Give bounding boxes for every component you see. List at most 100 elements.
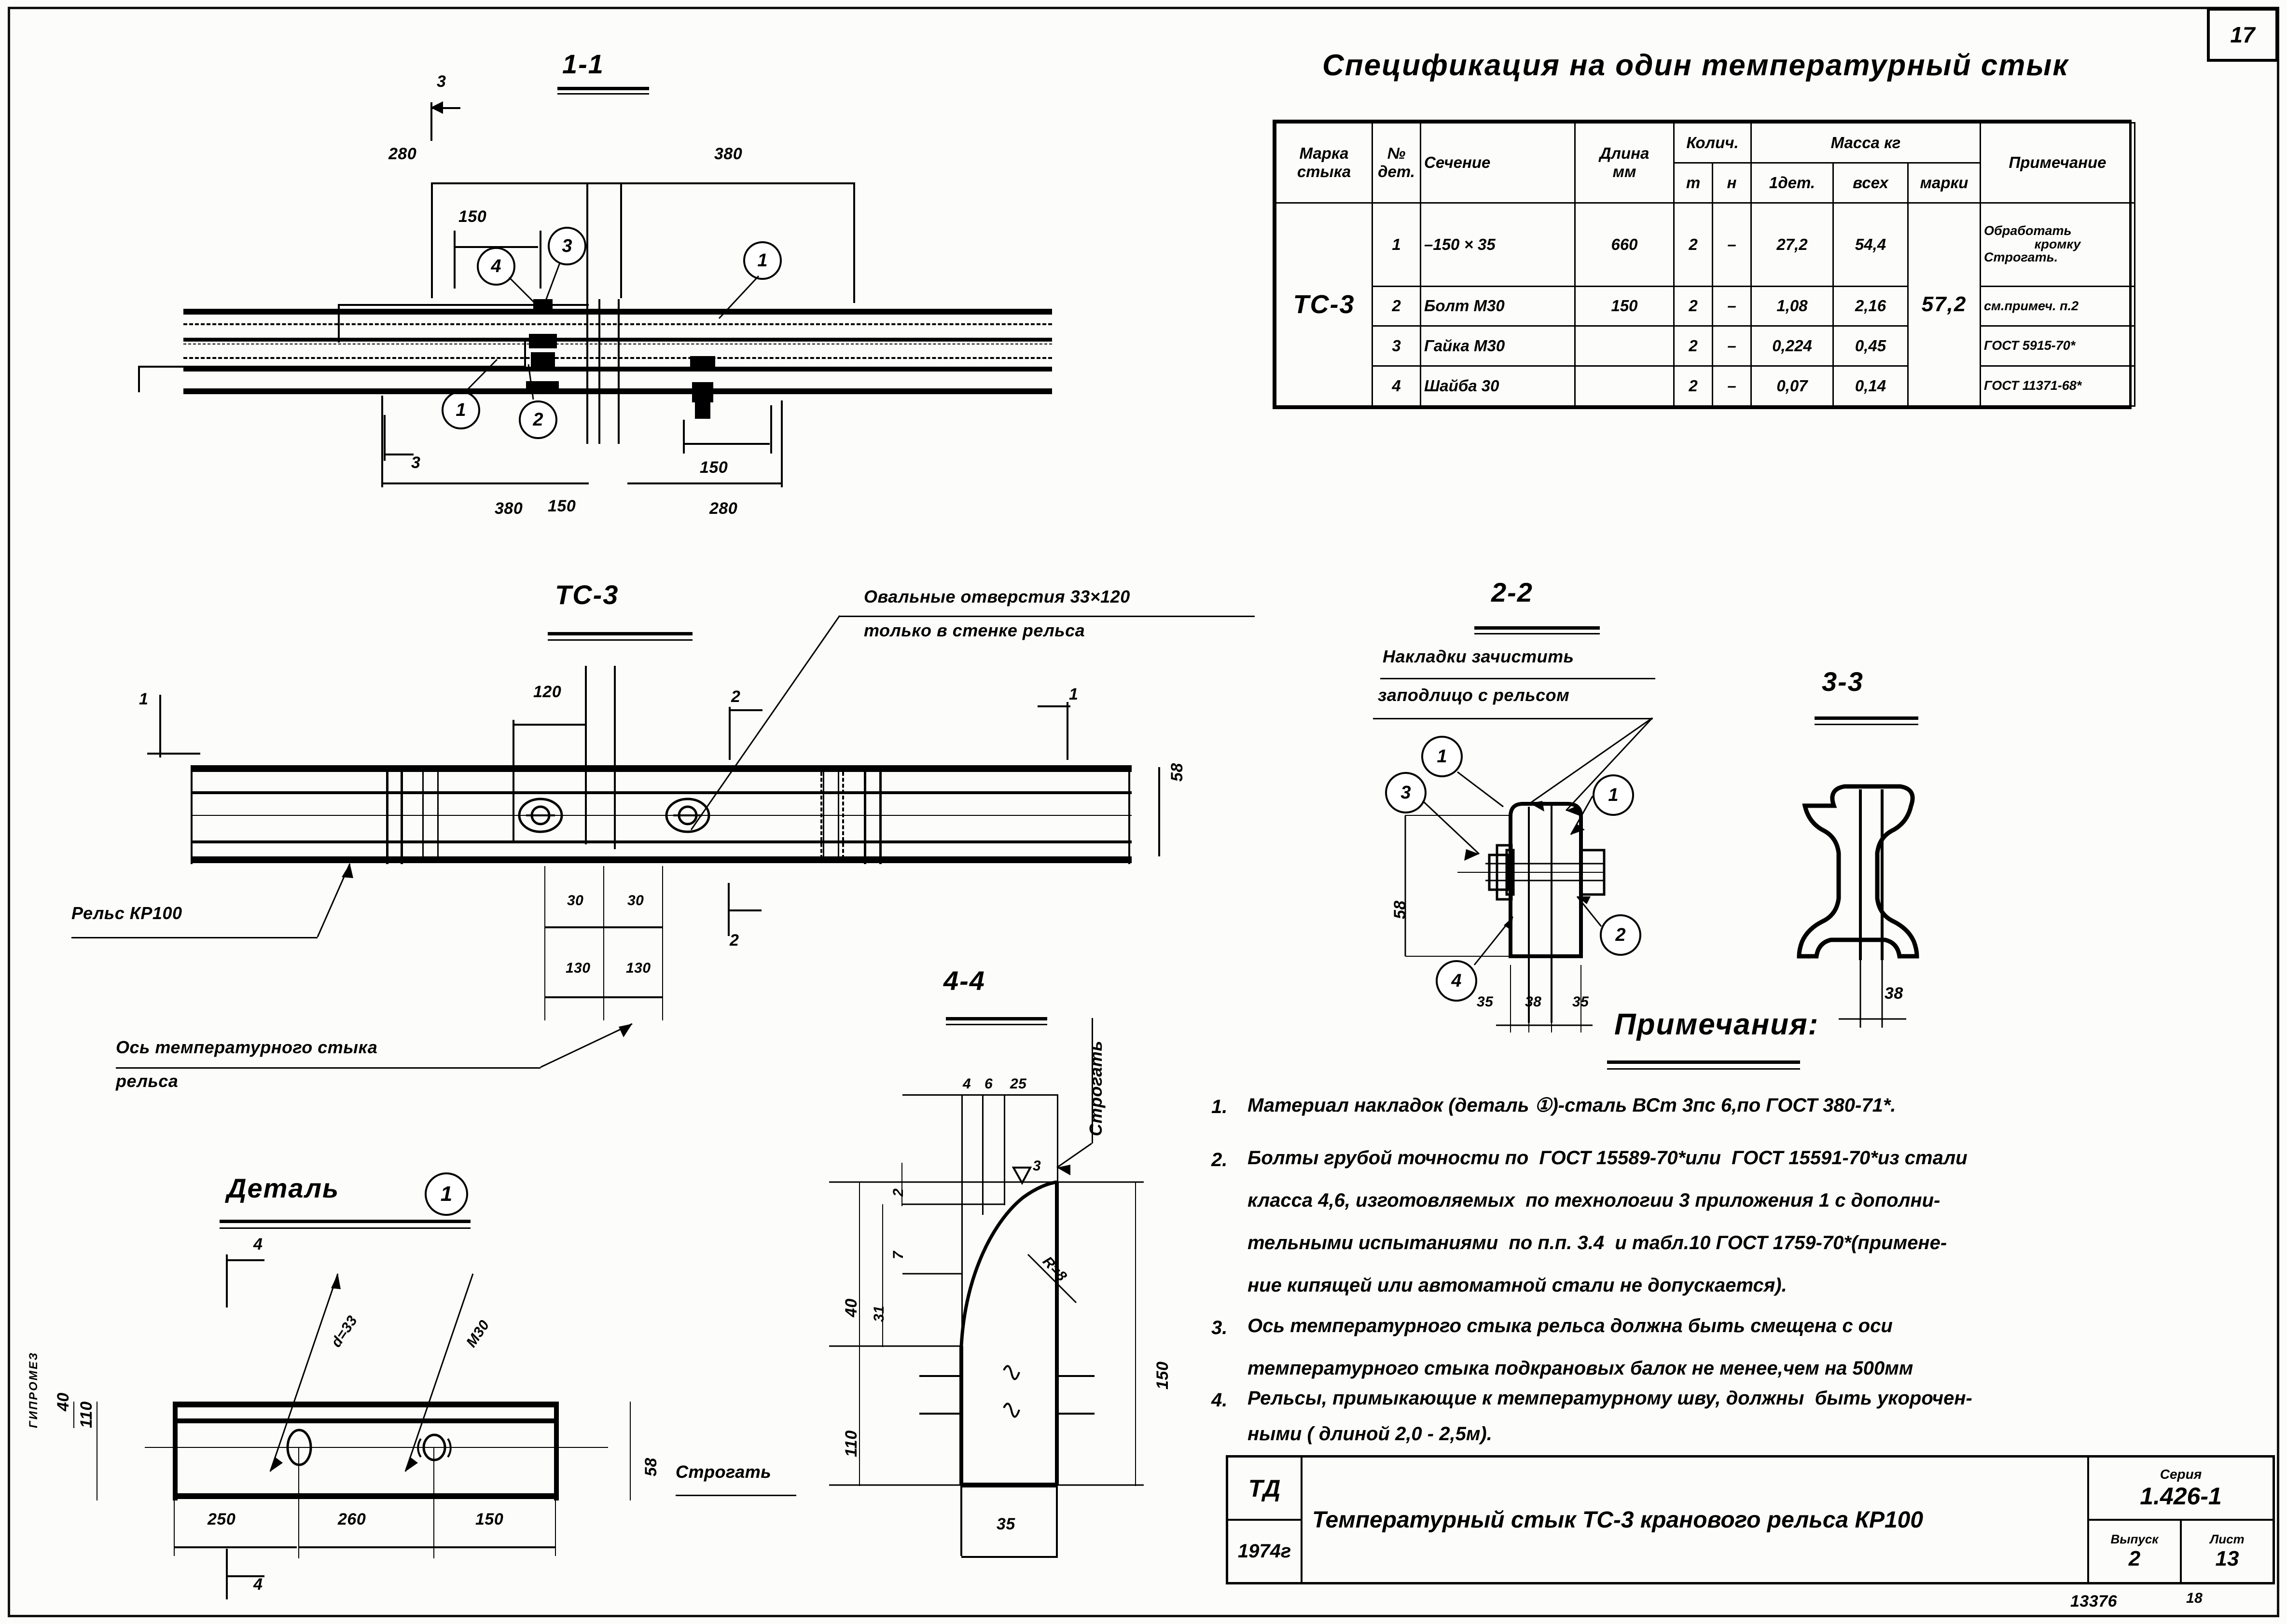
hdr-mass: Масса кг bbox=[1750, 122, 1982, 164]
row1-n: – bbox=[1712, 202, 1752, 287]
note-3-line-2: температурного стыка подкрановых балок н… bbox=[1247, 1358, 1913, 1379]
hdr-mass-all: всех bbox=[1832, 162, 1909, 204]
note-oval-holes-line1: Овальные отверстия 33×120 bbox=[864, 587, 1130, 606]
detail-dim-260: 260 bbox=[338, 1510, 366, 1528]
view-title-3-3: 3-3 bbox=[1822, 666, 1864, 697]
row4-m1: 0,07 bbox=[1750, 365, 1834, 407]
row3-section: Гайка М30 bbox=[1420, 325, 1576, 367]
row1-t: 2 bbox=[1673, 202, 1713, 287]
row4-section: Шайба 30 bbox=[1420, 365, 1576, 407]
section-mark-1-right: 1 bbox=[1069, 685, 1079, 703]
row3-t: 2 bbox=[1673, 325, 1713, 367]
row1-length: 660 bbox=[1574, 202, 1675, 287]
detail-balloon-1: 1 bbox=[425, 1172, 468, 1216]
dim-380-bottom: 380 bbox=[495, 499, 523, 518]
row2-m1: 1,08 bbox=[1750, 285, 1834, 327]
table-row: 4 Шайба 30 2 – 0,07 0,14 ГОСТ 11371-68* bbox=[1276, 365, 2136, 407]
dim-38-3-3: 38 bbox=[1885, 984, 1903, 1003]
detail-mark-4-bottom: 4 bbox=[253, 1575, 263, 1594]
dim-25: 25 bbox=[1010, 1076, 1027, 1092]
year: 1974г bbox=[1237, 1541, 1291, 1562]
hdr-mass-mark: марки bbox=[1907, 162, 1982, 204]
row4-length bbox=[1574, 365, 1675, 407]
roughness-value: 3 bbox=[1033, 1158, 1041, 1174]
dim-35-44: 35 bbox=[997, 1515, 1015, 1533]
row4-num: 4 bbox=[1372, 365, 1421, 407]
series-value: 1.426-1 bbox=[2140, 1482, 2222, 1510]
sheet-label: Лист bbox=[2210, 1532, 2245, 1546]
row3-length bbox=[1574, 325, 1675, 367]
sheet-border bbox=[8, 7, 2279, 1617]
balloon-3: 3 bbox=[548, 227, 586, 265]
section-mark-2-top: 2 bbox=[731, 688, 741, 706]
section-mark-2-bottom: 2 bbox=[730, 931, 739, 950]
note-num-4: 4. bbox=[1211, 1390, 1228, 1411]
bottom-code-2: 18 bbox=[2186, 1590, 2203, 1606]
dim-130-right: 130 bbox=[626, 960, 651, 976]
row2-num: 2 bbox=[1372, 285, 1421, 327]
hdr-qty: Колич. bbox=[1673, 122, 1752, 164]
detail-mark-4-top: 4 bbox=[253, 1235, 263, 1253]
view-title-1-1: 1-1 bbox=[562, 49, 604, 79]
balloon-2-2-2: 2 bbox=[1600, 914, 1641, 956]
balloon-1-right: 1 bbox=[743, 241, 782, 280]
spec-total-mass: 57,2 bbox=[1907, 202, 1982, 407]
note-4-line-2: ными ( длиной 2,0 - 2,5м). bbox=[1247, 1423, 1492, 1445]
detail-dim-250: 250 bbox=[208, 1510, 236, 1528]
label-strogat-detail: Строгать bbox=[676, 1462, 772, 1482]
note-num-2: 2. bbox=[1211, 1149, 1228, 1170]
balloon-2-2-3: 3 bbox=[1385, 772, 1427, 813]
hdr-length: Длина мм bbox=[1574, 122, 1675, 204]
row1-mall: 54,4 bbox=[1832, 202, 1909, 287]
table-row: 3 Гайка М30 2 – 0,224 0,45 ГОСТ 5915-70* bbox=[1276, 325, 2136, 367]
dim-280-top: 280 bbox=[388, 145, 417, 163]
hdr-note: Примечание bbox=[1980, 122, 2136, 204]
dim-150-top: 150 bbox=[458, 207, 487, 226]
section-mark-1-left: 1 bbox=[139, 690, 149, 708]
title-block: ТД 1974г Температурный стык ТС-3 краново… bbox=[1226, 1455, 2275, 1584]
note-1-line-1: Материал накладок (деталь ①)-сталь ВСт 3… bbox=[1247, 1095, 1896, 1116]
row1-m1: 27,2 bbox=[1750, 202, 1834, 287]
note-2-line-3: тельными испытаниями по п.п. 3.4 и табл.… bbox=[1247, 1232, 1947, 1253]
issue-value: 2 bbox=[2128, 1547, 2141, 1570]
table-row: 2 Болт М30 150 2 – 1,08 2,16 см.примеч. … bbox=[1276, 285, 2136, 327]
drawing-title: Температурный стык ТС-3 кранового рельса… bbox=[1303, 1458, 2089, 1582]
detail-title: Деталь bbox=[227, 1173, 340, 1203]
view-title-tc3: ТС-3 bbox=[555, 579, 619, 610]
org-code: ТД bbox=[1228, 1458, 1301, 1521]
row1-num: 1 bbox=[1372, 202, 1421, 287]
specification-table: Марка стыка № дет. Сечение Длина мм Коли… bbox=[1273, 120, 2136, 409]
note-3-line-1: Ось температурного стыка рельса должна б… bbox=[1247, 1315, 1893, 1336]
label-strogat-44-bottom: Строгать bbox=[676, 1462, 772, 1482]
label-axis-line2: рельса bbox=[116, 1071, 179, 1091]
table-row: ТС-3 1 –150 × 35 660 2 – 27,2 54,4 57,2 … bbox=[1275, 202, 2136, 407]
hdr-mass-one: 1дет. bbox=[1750, 162, 1834, 204]
sheet-value: 13 bbox=[2215, 1547, 2239, 1570]
balloon-1-left: 1 bbox=[442, 391, 480, 429]
note-num-1: 1. bbox=[1211, 1096, 1228, 1117]
detail-dim-150: 150 bbox=[475, 1510, 504, 1528]
balloon-2-2-4: 4 bbox=[1436, 960, 1477, 1002]
balloon-4: 4 bbox=[477, 247, 515, 286]
view-title-2-2: 2-2 bbox=[1491, 577, 1533, 607]
row1-section: –150 × 35 bbox=[1420, 202, 1576, 287]
balloon-2: 2 bbox=[519, 400, 557, 439]
issue-label: Выпуск bbox=[2110, 1532, 2159, 1546]
balloon-2-2-1: 1 bbox=[1421, 736, 1463, 777]
row2-mall: 2,16 bbox=[1832, 285, 1909, 327]
dim-35-right-2-2: 35 bbox=[1572, 994, 1589, 1010]
dim-30-right: 30 bbox=[627, 893, 644, 908]
spec-header-row-2: т н 1дет. всех марки bbox=[1276, 162, 2135, 204]
dim-6: 6 bbox=[984, 1076, 993, 1092]
hdr-section: Сечение bbox=[1420, 122, 1576, 204]
row3-mall: 0,45 bbox=[1832, 325, 1909, 367]
hdr-num: № дет. bbox=[1372, 122, 1421, 204]
dim-4: 4 bbox=[963, 1076, 971, 1092]
